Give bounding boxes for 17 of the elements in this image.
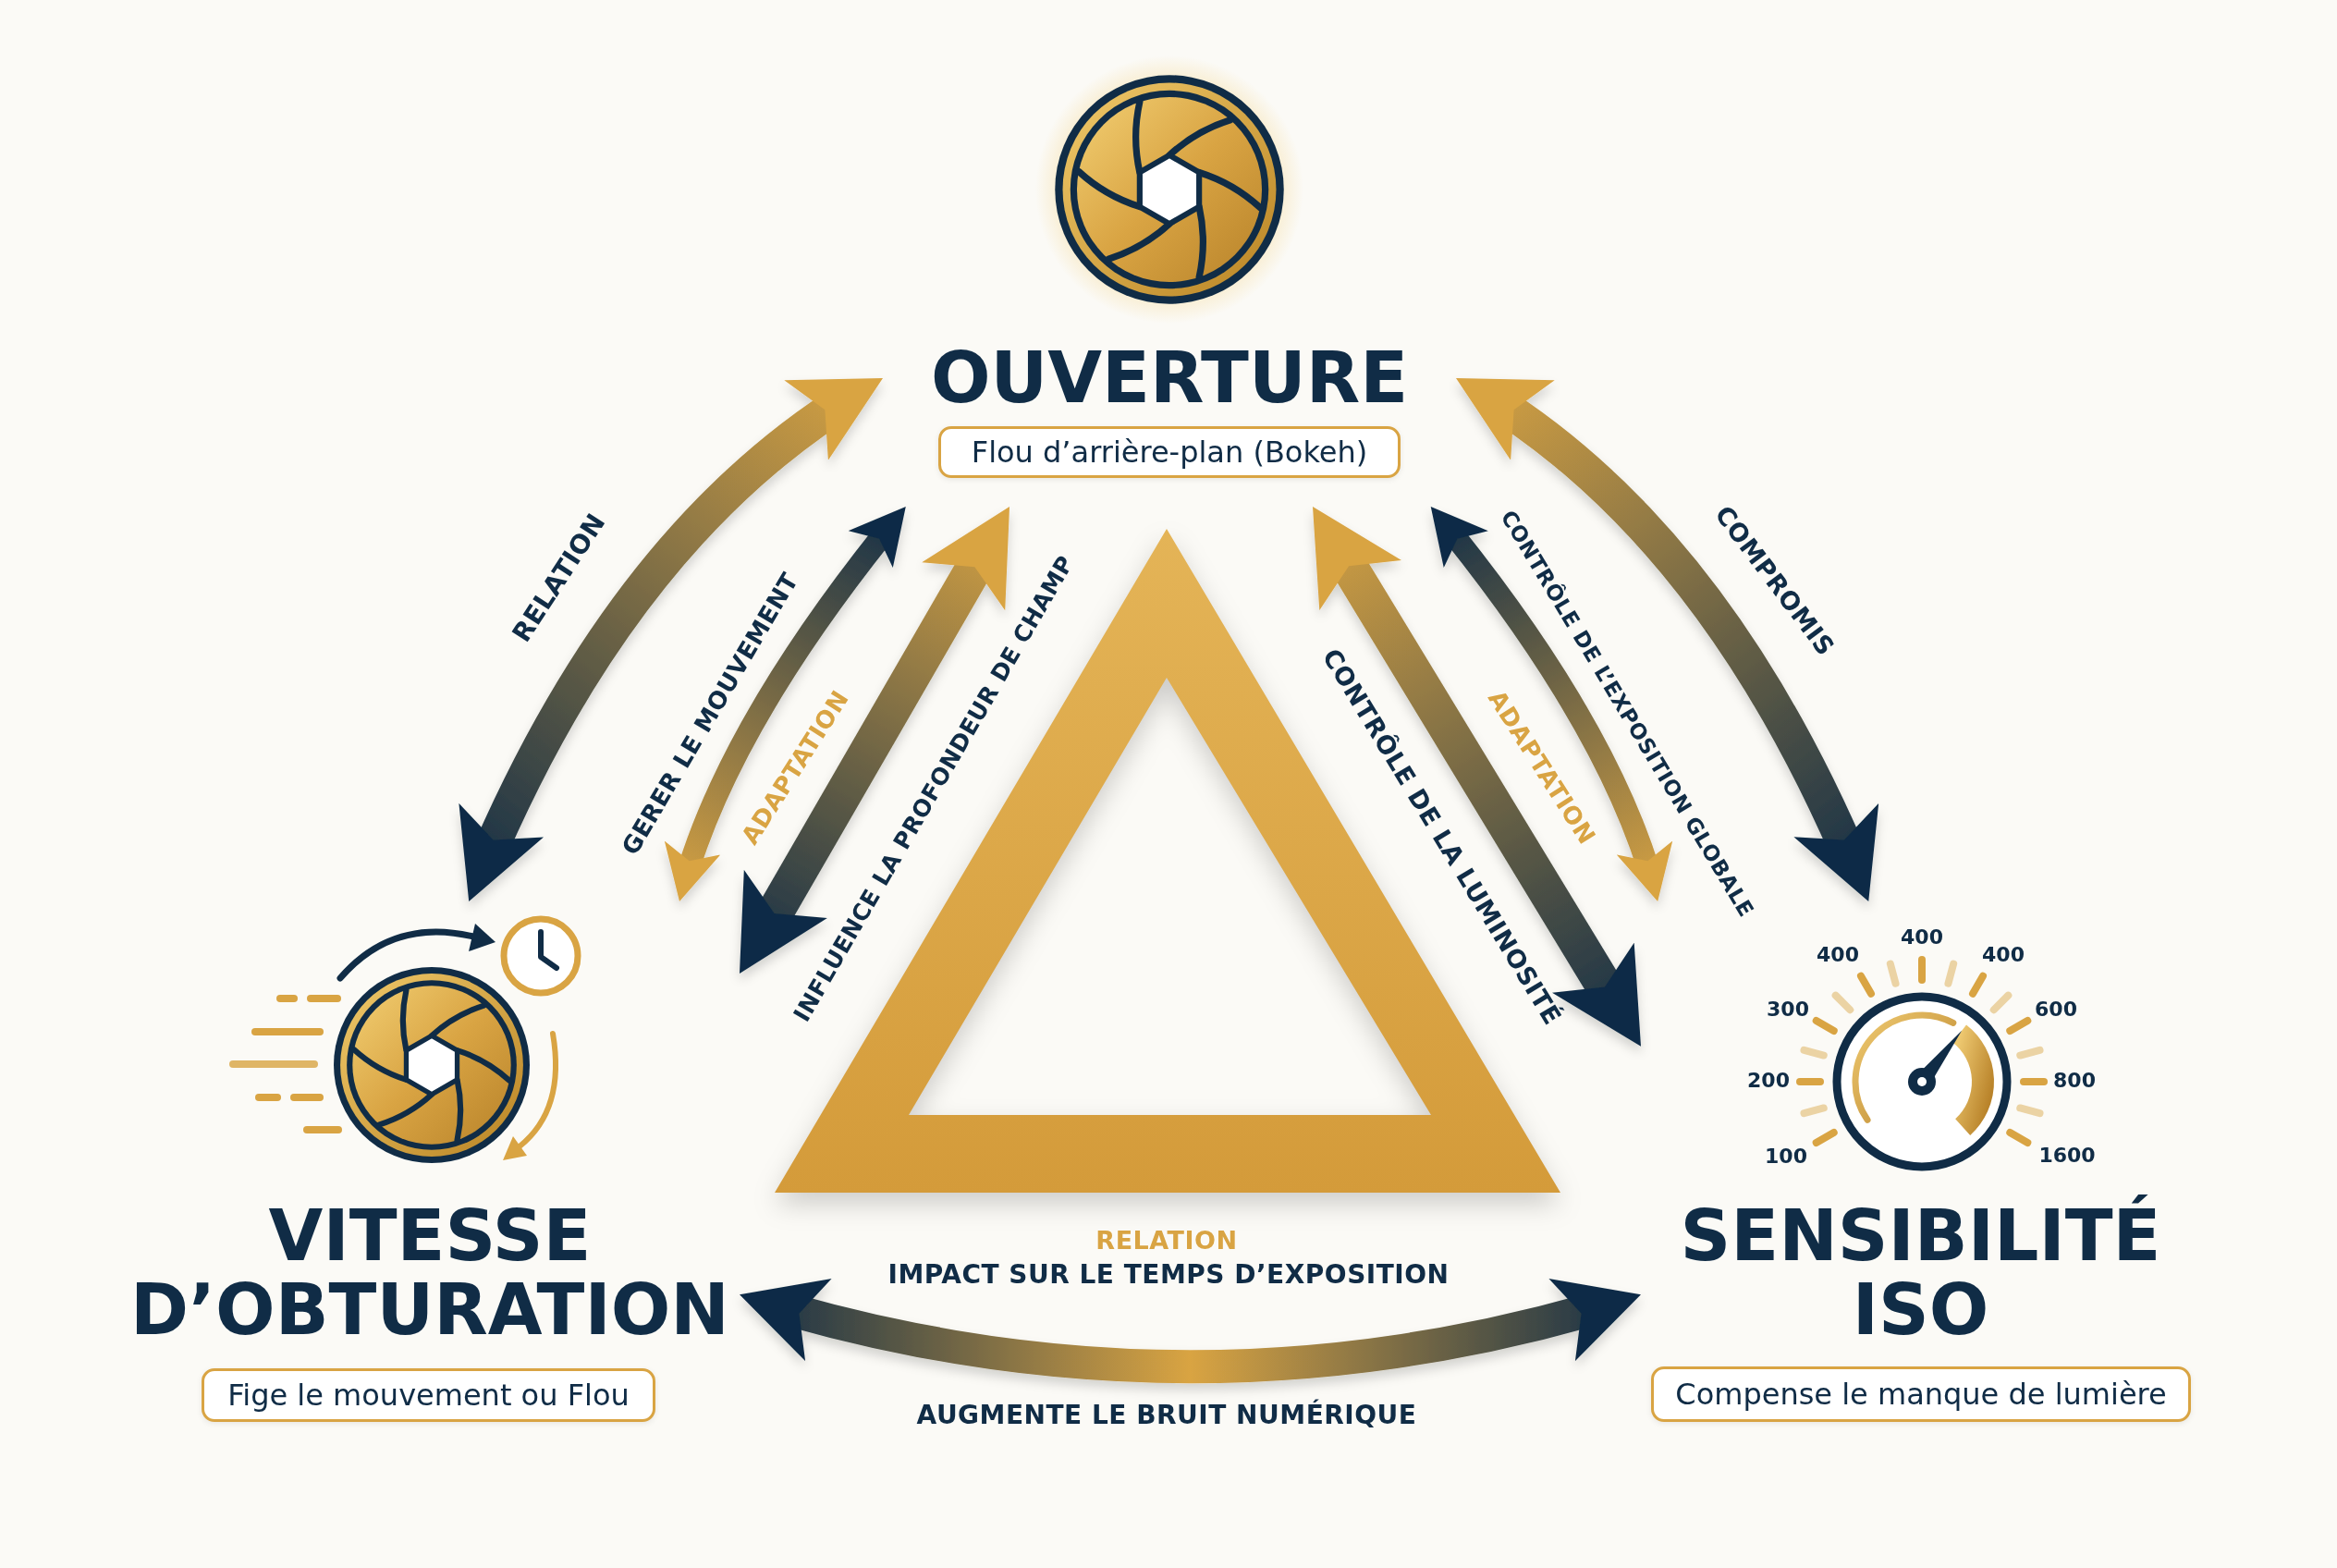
gauge-tick-label: 800: [2053, 1071, 2096, 1091]
gauge-tick-label: 200: [1747, 1071, 1790, 1091]
gauge-tick-label: 400: [1901, 927, 1943, 948]
gauge-tick-label: 600: [2035, 999, 2077, 1020]
gauge-tick-label: 300: [1767, 999, 1809, 1020]
gauge-tick-label: 400: [1982, 945, 2025, 965]
gauge-tick-label: 100: [1765, 1146, 1807, 1167]
caption-box: Fige le mouvement ou Flou: [202, 1368, 655, 1422]
concept-heading: OUVERTURE: [929, 336, 1410, 415]
concept-heading: SENSIBILITÉ ISO: [1679, 1194, 2162, 1347]
gauge-tick-label: 1600: [2038, 1145, 2096, 1166]
concept-heading: VITESSE D’OBTURATION: [129, 1194, 730, 1347]
caption-box: Flou d’arrière-plan (Bokeh): [938, 426, 1401, 478]
annotation-label: RELATION: [1095, 1227, 1238, 1253]
caption-box: Compense le manque de lumière: [1651, 1366, 2191, 1422]
edge-label: IMPACT SUR LE TEMPS D’EXPOSITION: [887, 1262, 1450, 1288]
gauge-tick-label: 400: [1817, 945, 1859, 965]
